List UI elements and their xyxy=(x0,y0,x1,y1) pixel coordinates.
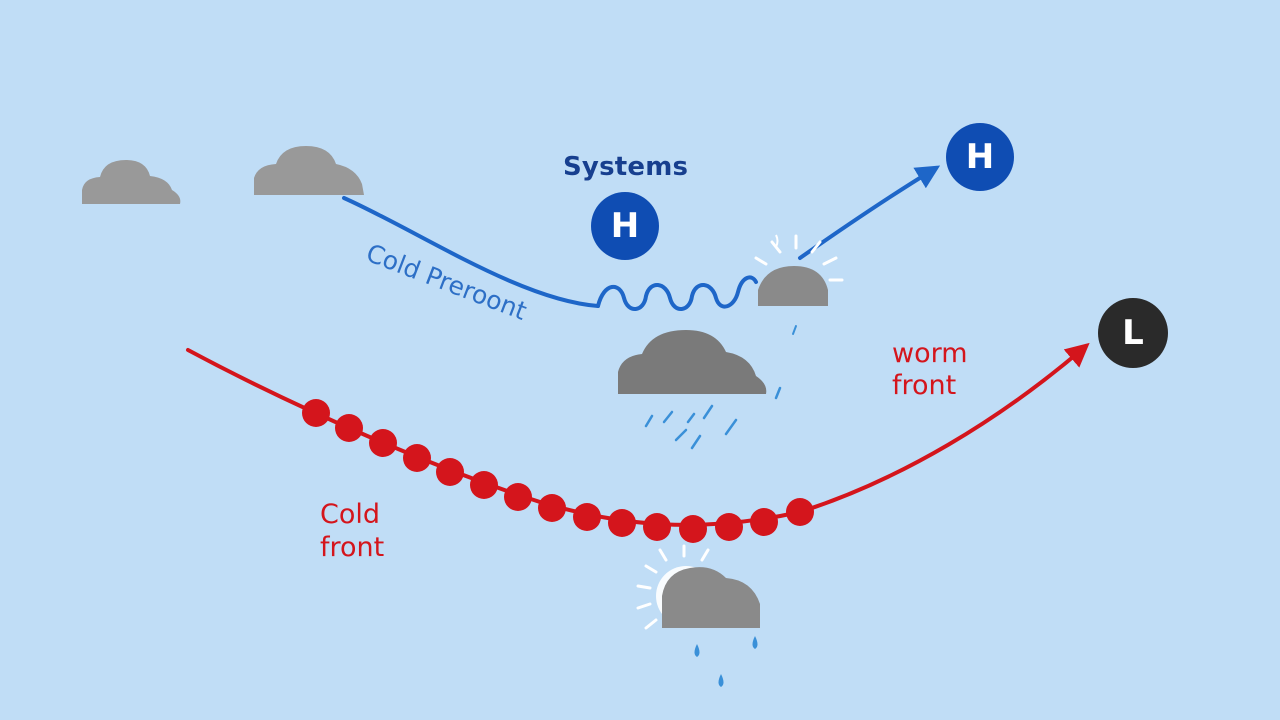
cold-front-wave xyxy=(596,275,758,311)
warm-front-label-line-1: worm xyxy=(892,338,968,369)
high-pressure-center: H xyxy=(591,192,659,260)
diagram-title: Systems xyxy=(563,152,689,182)
high-pressure-right: H xyxy=(946,123,1014,191)
low-pressure-right: L xyxy=(1098,298,1168,368)
cloud-icon xyxy=(82,160,181,204)
cold-front-label: Cold front xyxy=(320,498,384,564)
cold-front-line-upper xyxy=(342,196,600,308)
warm-front-label: worm front xyxy=(892,338,968,402)
warm-front-label-line-2: front xyxy=(892,370,957,401)
rain-cloud-icon xyxy=(618,330,782,450)
sun-cloud-icon xyxy=(754,234,844,335)
cloud-icon xyxy=(254,146,364,195)
cold-front-label-line-2: front xyxy=(320,532,385,563)
sun-rain-cloud-icon xyxy=(636,544,760,687)
cold-front-label-line-1: Cold xyxy=(320,499,381,530)
warm-front-markers xyxy=(302,399,814,543)
cold-front-arrow xyxy=(798,165,941,260)
warm-front-arrow xyxy=(798,342,1090,514)
